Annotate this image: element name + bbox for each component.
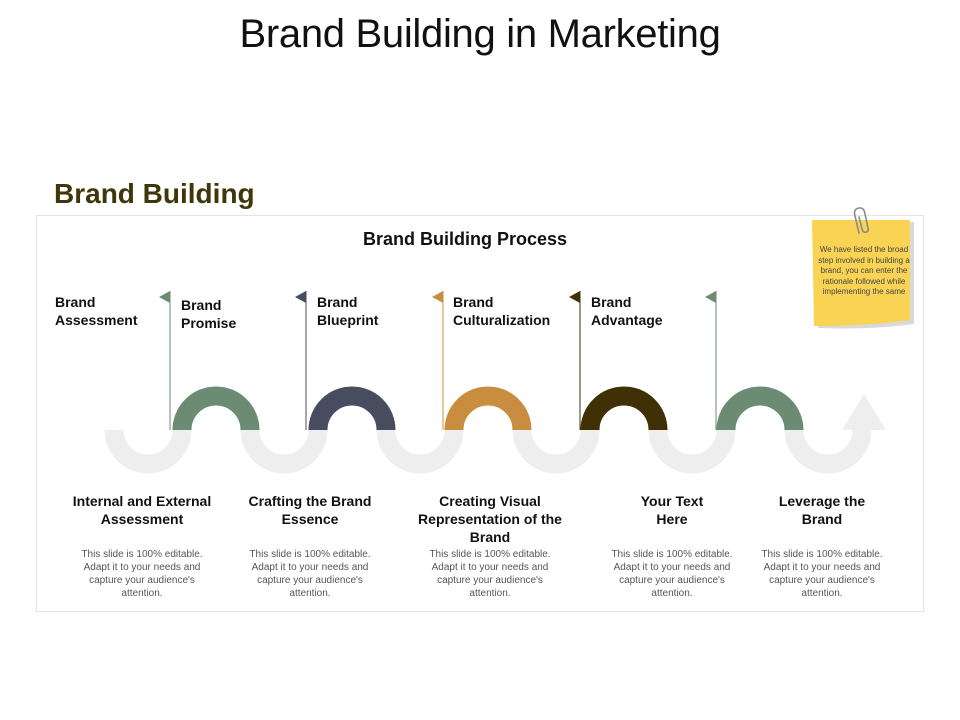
step-title: Creating Visual Representation of the Br…	[418, 493, 562, 545]
section-heading: Brand Building	[54, 178, 255, 209]
step-5: Leverage the Brand	[742, 492, 902, 528]
sticky-note-paper	[812, 220, 910, 326]
step-3-description: This slide is 100% editable. Adapt it to…	[429, 549, 551, 599]
diagram-frame	[36, 215, 924, 612]
step-title: Your Text Here	[640, 493, 704, 527]
arc-step-3	[444, 386, 532, 431]
flag-label-assessment: Brand Assessment	[55, 293, 138, 329]
track-dip-4	[648, 429, 736, 474]
flag-label-line1: Brand	[591, 294, 632, 310]
process-title: Brand Building Process	[362, 229, 568, 249]
sticky-note-text: We have listed the broad step involved i…	[818, 245, 910, 296]
slide-title: Brand Building in Marketing	[239, 12, 721, 56]
flag-1	[159, 291, 170, 303]
flag-label-line2: Advantage	[591, 312, 663, 328]
step-5-description: This slide is 100% editable. Adapt it to…	[761, 549, 883, 599]
step-1-description: This slide is 100% editable. Adapt it to…	[81, 549, 203, 599]
track-dip-2	[376, 429, 464, 474]
track-dip-1	[240, 429, 328, 474]
flag-label-line2: Promise	[181, 315, 237, 331]
sticky-note	[812, 220, 914, 329]
step-1: Internal and External Assessment	[62, 492, 222, 528]
flag-label-promise: Brand Promise	[181, 296, 236, 332]
flag-label-line1: Brand	[317, 294, 358, 310]
step-3: Creating Visual Representation of the Br…	[410, 492, 570, 546]
arc-step-1	[172, 386, 260, 431]
flag-label-line2: Assessment	[55, 312, 138, 328]
flag-5	[705, 291, 716, 303]
paperclip-icon	[853, 207, 870, 234]
step-title: Internal and External Assessment	[72, 493, 212, 527]
step-4-description: This slide is 100% editable. Adapt it to…	[611, 549, 733, 599]
flag-label-culturalization: Brand Culturalization	[453, 293, 550, 329]
step-2: Crafting the Brand Essence	[230, 492, 390, 528]
track-arrow-head	[842, 394, 886, 430]
flag-2	[295, 291, 306, 303]
wave-track	[104, 429, 872, 474]
flag-label-line2: Culturalization	[453, 312, 551, 328]
track-dip-3	[512, 429, 600, 474]
step-title: Leverage the Brand	[778, 493, 866, 527]
flag-label-line2: Blueprint	[317, 312, 379, 328]
arc-step-4	[580, 386, 668, 431]
flag-label-line1: Brand	[55, 294, 96, 310]
flag-label-line1: Brand	[453, 294, 494, 310]
step-title: Crafting the Brand Essence	[248, 493, 372, 527]
flag-label-line1: Brand	[181, 297, 222, 313]
step-4: Your Text Here	[592, 492, 752, 528]
track-left-end	[104, 429, 192, 474]
flag-4	[569, 291, 580, 303]
track-dip-5	[784, 429, 872, 474]
flag-label-advantage: Brand Advantage	[591, 293, 663, 329]
step-2-description: This slide is 100% editable. Adapt it to…	[249, 549, 371, 599]
flag-3	[432, 291, 443, 303]
flag-label-blueprint: Brand Blueprint	[317, 293, 378, 329]
arc-step-2	[308, 386, 396, 431]
arc-step-5	[716, 386, 804, 431]
